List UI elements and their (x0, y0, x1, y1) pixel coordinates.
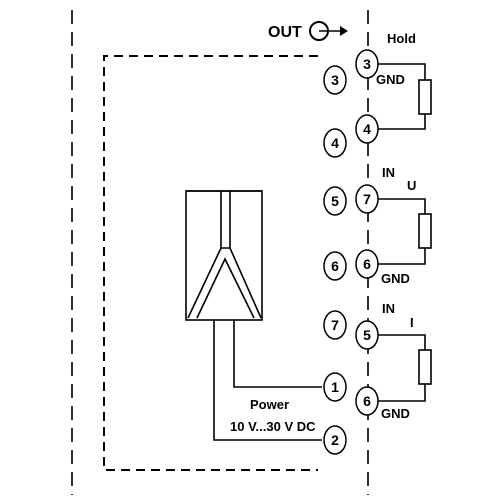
svg-text:7: 7 (331, 317, 339, 333)
svg-text:6: 6 (363, 393, 371, 409)
outer-terminal-u-7[interactable]: 7 (355, 184, 379, 214)
i-label: I (410, 315, 414, 330)
outer-terminal-u-6[interactable]: 6 (355, 249, 379, 279)
svg-text:4: 4 (363, 121, 371, 137)
u-gnd-label: GND (381, 271, 410, 286)
svg-text:2: 2 (331, 432, 339, 448)
i-wire (378, 334, 426, 402)
i-in-label: IN (382, 301, 395, 316)
output-arrow-icon (309, 21, 348, 41)
outer-terminal-hold-3[interactable]: 3 (355, 49, 379, 79)
inner-terminal-1[interactable]: 1 (323, 372, 347, 402)
svg-text:3: 3 (331, 72, 339, 88)
svg-text:1: 1 (331, 379, 339, 395)
isolation-converter-block (185, 190, 263, 321)
u-in-label: IN (382, 165, 395, 180)
inner-terminal-2[interactable]: 2 (323, 425, 347, 455)
inner-terminal-3[interactable]: 3 (323, 65, 347, 95)
svg-text:5: 5 (363, 327, 371, 343)
hold-resistor-icon (418, 79, 432, 115)
outer-terminal-i-6[interactable]: 6 (355, 386, 379, 416)
i-gnd-label: GND (381, 406, 410, 421)
u-label: U (407, 178, 416, 193)
inner-terminal-5[interactable]: 5 (323, 186, 347, 216)
power-range-label: 10 V...30 V DC (230, 419, 316, 434)
svg-text:5: 5 (331, 193, 339, 209)
inner-terminal-7[interactable]: 7 (323, 310, 347, 340)
svg-text:7: 7 (363, 191, 371, 207)
inner-terminal-6[interactable]: 6 (323, 251, 347, 281)
inner-terminal-4[interactable]: 4 (323, 128, 347, 158)
svg-text:3: 3 (363, 56, 371, 72)
svg-text:4: 4 (331, 135, 339, 151)
outer-terminal-hold-4[interactable]: 4 (355, 114, 379, 144)
out-label: OUT (268, 24, 302, 41)
svg-text:6: 6 (363, 256, 371, 272)
u-resistor-icon (418, 213, 432, 249)
svg-text:6: 6 (331, 258, 339, 274)
hold-label: Hold (387, 31, 416, 46)
hold-gnd-label: GND (376, 72, 405, 87)
u-wire (378, 198, 426, 265)
power-wire-1 (233, 320, 322, 388)
i-resistor-icon (418, 349, 432, 385)
power-wire-2 (213, 320, 322, 441)
module-frame (103, 55, 318, 471)
power-label: Power (250, 397, 289, 412)
outer-terminal-i-5[interactable]: 5 (355, 320, 379, 350)
